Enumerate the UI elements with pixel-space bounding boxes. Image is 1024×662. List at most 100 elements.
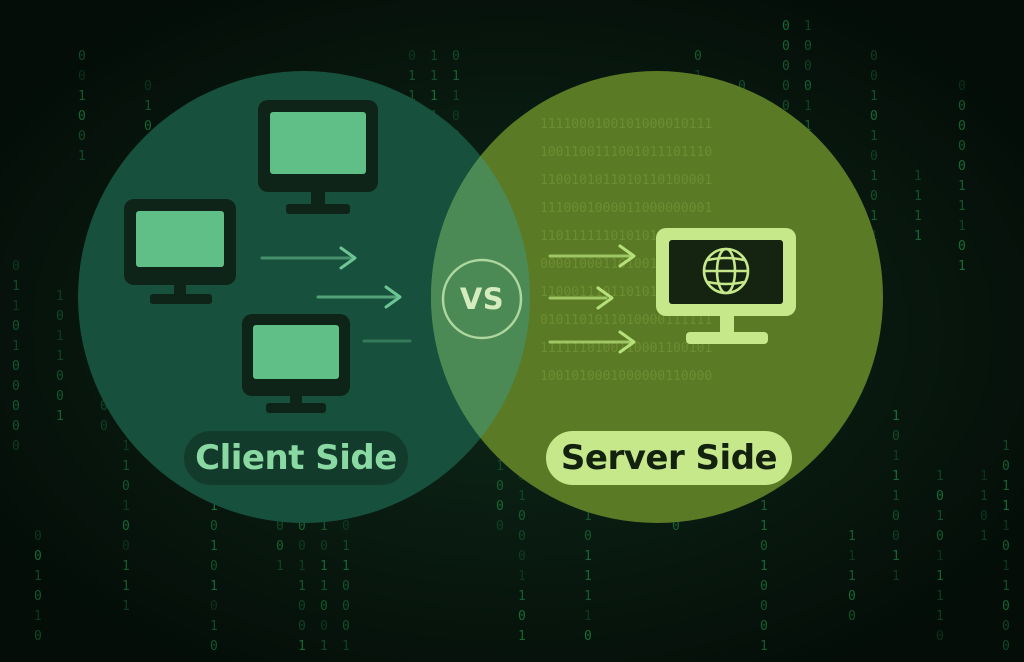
binary-digit: 1 bbox=[584, 549, 592, 564]
binary-digit: 1 bbox=[122, 439, 130, 454]
arrow-right-icon bbox=[548, 244, 636, 268]
binary-digit: 0 bbox=[342, 519, 350, 534]
binary-digit: 1 bbox=[276, 559, 284, 574]
binary-digit: 0 bbox=[298, 619, 306, 634]
binary-digit: 1 bbox=[210, 619, 218, 634]
binary-digit: 1 bbox=[1002, 439, 1010, 454]
binary-digit: 1 bbox=[1002, 559, 1010, 574]
binary-digit: 1 bbox=[496, 459, 504, 474]
binary-digit: 1 bbox=[936, 469, 944, 484]
binary-digit: 1 bbox=[914, 229, 922, 244]
binary-digit: 0 bbox=[320, 539, 328, 554]
binary-digit: 0 bbox=[870, 69, 878, 84]
binary-digit: 0 bbox=[738, 79, 746, 94]
arrow-right-icon bbox=[548, 286, 614, 310]
binary-digit: 1 bbox=[980, 469, 988, 484]
binary-digit: 1 bbox=[56, 329, 64, 344]
binary-digit: 0 bbox=[12, 259, 20, 274]
binary-digit: 1 bbox=[452, 89, 460, 104]
binary-digit: 1 bbox=[320, 639, 328, 654]
binary-digit: 0 bbox=[320, 599, 328, 614]
binary-digit: 1 bbox=[122, 459, 130, 474]
binary-digit: 1 bbox=[210, 579, 218, 594]
binary-digit: 0 bbox=[782, 99, 790, 114]
binary-digit: 1 bbox=[584, 609, 592, 624]
binary-digit: 0 bbox=[342, 599, 350, 614]
binary-digit: 0 bbox=[298, 519, 306, 534]
binary-digit: 0 bbox=[804, 79, 812, 94]
binary-digit: 0 bbox=[452, 109, 460, 124]
binary-digit: 0 bbox=[34, 549, 42, 564]
binary-digit: 0 bbox=[804, 39, 812, 54]
binary-digit: 1 bbox=[34, 569, 42, 584]
binary-digit: 1 bbox=[914, 169, 922, 184]
client-side-label: Client Side bbox=[184, 431, 408, 485]
binary-digit: 0 bbox=[760, 619, 768, 634]
binary-digit: 0 bbox=[122, 479, 130, 494]
binary-digit: 0 bbox=[34, 629, 42, 644]
binary-row: 1111000100101000010111 bbox=[540, 117, 712, 132]
binary-digit: 1 bbox=[518, 569, 526, 584]
binary-digit: 0 bbox=[122, 539, 130, 554]
binary-digit: 0 bbox=[936, 489, 944, 504]
binary-digit: 0 bbox=[78, 109, 86, 124]
binary-digit: 1 bbox=[584, 589, 592, 604]
monitor-globe-icon bbox=[656, 228, 796, 344]
binary-digit: 1 bbox=[408, 89, 416, 104]
binary-digit: 0 bbox=[100, 399, 108, 414]
arrow-right-icon bbox=[260, 246, 357, 270]
binary-digit: 1 bbox=[848, 549, 856, 564]
binary-digit: 0 bbox=[12, 359, 20, 374]
binary-row: 1100101011010110100001 bbox=[540, 173, 712, 188]
binary-digit: 1 bbox=[760, 559, 768, 574]
binary-digit: 1 bbox=[56, 349, 64, 364]
binary-digit: 1 bbox=[320, 559, 328, 574]
binary-digit: 1 bbox=[892, 409, 900, 424]
binary-digit: 1 bbox=[56, 409, 64, 424]
binary-row: 1110001000011000000001 bbox=[540, 201, 712, 216]
binary-digit: 1 bbox=[958, 179, 966, 194]
binary-digit: 0 bbox=[848, 609, 856, 624]
binary-digit: 1 bbox=[892, 569, 900, 584]
binary-digit: 0 bbox=[694, 49, 702, 64]
binary-digit: 1 bbox=[870, 89, 878, 104]
binary-digit: 0 bbox=[12, 399, 20, 414]
binary-digit: 0 bbox=[34, 529, 42, 544]
binary-digit: 1 bbox=[342, 539, 350, 554]
binary-digit: 0 bbox=[584, 629, 592, 644]
binary-digit: 1 bbox=[122, 599, 130, 614]
binary-digit: 0 bbox=[122, 519, 130, 534]
binary-digit: 0 bbox=[848, 589, 856, 604]
binary-digit: 1 bbox=[958, 259, 966, 274]
binary-digit: 0 bbox=[892, 429, 900, 444]
binary-digit: 0 bbox=[78, 129, 86, 144]
binary-digit: 1 bbox=[760, 519, 768, 534]
binary-digit: 0 bbox=[870, 149, 878, 164]
vs-label: VS bbox=[459, 282, 505, 316]
binary-digit: 0 bbox=[518, 549, 526, 564]
binary-digit: 1 bbox=[430, 49, 438, 64]
binary-digit: 1 bbox=[804, 19, 812, 34]
binary-digit: 1 bbox=[12, 339, 20, 354]
binary-digit: 1 bbox=[892, 549, 900, 564]
binary-digit: 1 bbox=[760, 499, 768, 514]
binary-digit: 0 bbox=[496, 499, 504, 514]
binary-digit: 1 bbox=[584, 509, 592, 524]
binary-digit: 1 bbox=[804, 99, 812, 114]
binary-digit: 1 bbox=[760, 639, 768, 654]
binary-digit: 0 bbox=[452, 49, 460, 64]
binary-digit: 0 bbox=[144, 79, 152, 94]
binary-digit: 0 bbox=[870, 49, 878, 64]
monitor-icon bbox=[242, 314, 350, 413]
server-binary-decoration: 1111000100101000010111100110011100101110… bbox=[540, 117, 712, 384]
binary-digit: 1 bbox=[518, 629, 526, 644]
binary-digit: 1 bbox=[936, 589, 944, 604]
arrow-right-icon bbox=[548, 330, 636, 354]
binary-digit: 0 bbox=[958, 79, 966, 94]
binary-digit: 0 bbox=[34, 589, 42, 604]
binary-digit: 0 bbox=[958, 139, 966, 154]
binary-digit: 0 bbox=[100, 419, 108, 434]
binary-digit: 0 bbox=[496, 479, 504, 494]
binary-digit: 0 bbox=[1002, 599, 1010, 614]
